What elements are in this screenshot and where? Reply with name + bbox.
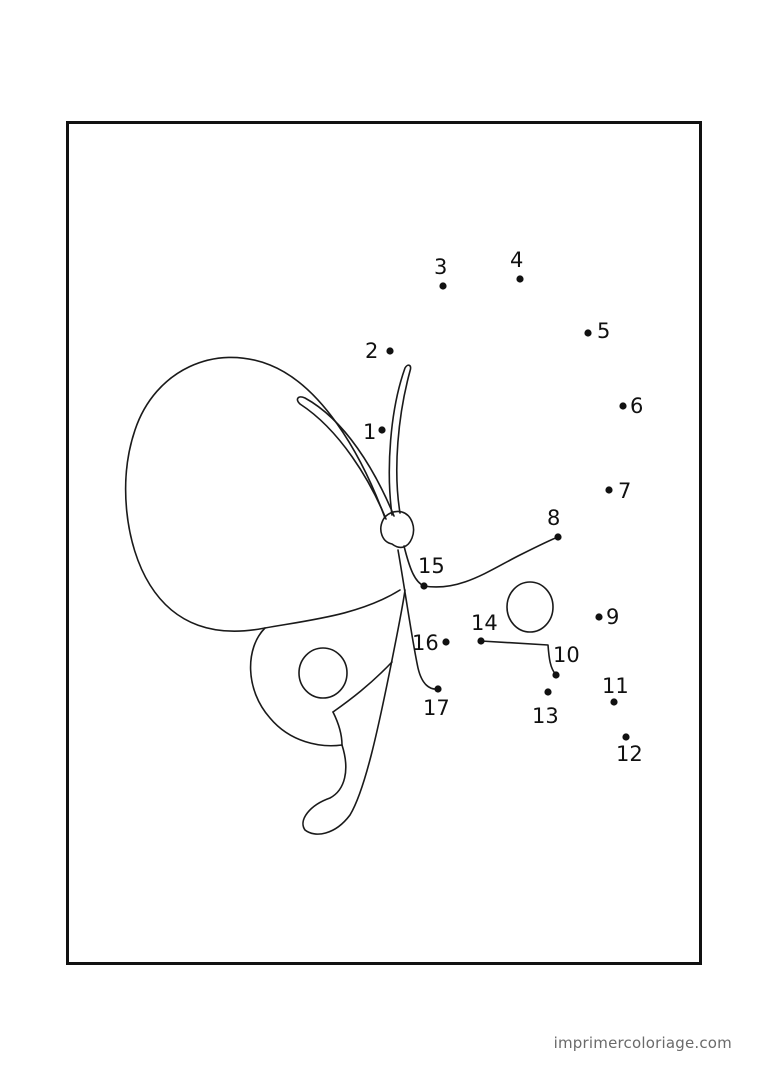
dot-label: 10 — [553, 643, 580, 667]
dot-9[interactable]: 9 — [595, 605, 619, 629]
dot-label: 11 — [602, 674, 629, 698]
dot-17[interactable]: 17 — [423, 685, 450, 720]
dot-marker — [622, 733, 630, 741]
dot-11[interactable]: 11 — [602, 674, 629, 706]
dot-14[interactable]: 14 — [471, 611, 498, 645]
dot-marker — [544, 688, 552, 696]
site-watermark: imprimercoloriage.com — [553, 1034, 732, 1052]
numbered-dots: 1 2 3 4 5 6 7 8 — [363, 248, 643, 766]
dot-7[interactable]: 7 — [605, 479, 631, 503]
dot-label: 16 — [412, 631, 439, 655]
dot-label: 7 — [618, 479, 631, 503]
dot-marker — [442, 638, 450, 646]
lower-wing-notch-2 — [332, 711, 343, 746]
dot-1[interactable]: 1 — [363, 420, 386, 444]
dot-label: 12 — [616, 742, 643, 766]
dot-marker — [610, 698, 618, 706]
dot-marker — [619, 402, 627, 410]
lower-wing-spot — [298, 647, 348, 699]
dot-marker — [434, 685, 442, 693]
right-wing-spot — [506, 581, 554, 633]
dot-marker — [595, 613, 603, 621]
dot-15[interactable]: 15 — [418, 554, 445, 590]
worksheet-frame — [66, 121, 702, 965]
butterfly-outline — [124, 356, 559, 835]
dot-marker — [584, 329, 592, 337]
dot-5[interactable]: 5 — [584, 319, 610, 343]
dot-6[interactable]: 6 — [619, 394, 643, 418]
butterfly-abdomen — [397, 549, 439, 690]
dot-marker — [605, 486, 613, 494]
dot-marker — [554, 533, 562, 541]
right-wing-edge-lower — [480, 640, 557, 676]
dot-10[interactable]: 10 — [552, 643, 580, 679]
dot-label: 3 — [434, 255, 447, 279]
dot-label: 9 — [606, 605, 619, 629]
dot-label: 8 — [547, 506, 560, 530]
dot-label: 5 — [597, 319, 610, 343]
dot-marker — [420, 582, 428, 590]
dot-label: 6 — [630, 394, 643, 418]
upper-wing — [124, 356, 401, 632]
dot-marker — [439, 282, 447, 290]
dot-label: 2 — [365, 339, 378, 363]
dot-marker — [386, 347, 394, 355]
dot-label: 14 — [471, 611, 498, 635]
dot-label: 1 — [363, 420, 376, 444]
dot-marker — [378, 426, 386, 434]
dot-13[interactable]: 13 — [532, 688, 559, 728]
dot-4[interactable]: 4 — [510, 248, 524, 283]
butterfly-head — [380, 510, 415, 549]
lower-wing — [249, 589, 406, 835]
dot-16[interactable]: 16 — [412, 631, 450, 655]
right-wing-edge-upper — [423, 536, 559, 588]
dot-marker — [552, 671, 560, 679]
antenna-front — [388, 364, 412, 516]
dot-2[interactable]: 2 — [365, 339, 394, 363]
dot-label: 4 — [510, 248, 523, 272]
dot-label: 15 — [418, 554, 445, 578]
lower-wing-notch — [332, 661, 393, 713]
dot-label: 13 — [532, 704, 559, 728]
dot-label: 17 — [423, 696, 450, 720]
antenna-back — [296, 396, 395, 520]
dot-8[interactable]: 8 — [547, 506, 562, 541]
dot-12[interactable]: 12 — [616, 733, 643, 766]
dot-3[interactable]: 3 — [434, 255, 447, 290]
dot-marker — [477, 637, 485, 645]
dot-marker — [516, 275, 524, 283]
